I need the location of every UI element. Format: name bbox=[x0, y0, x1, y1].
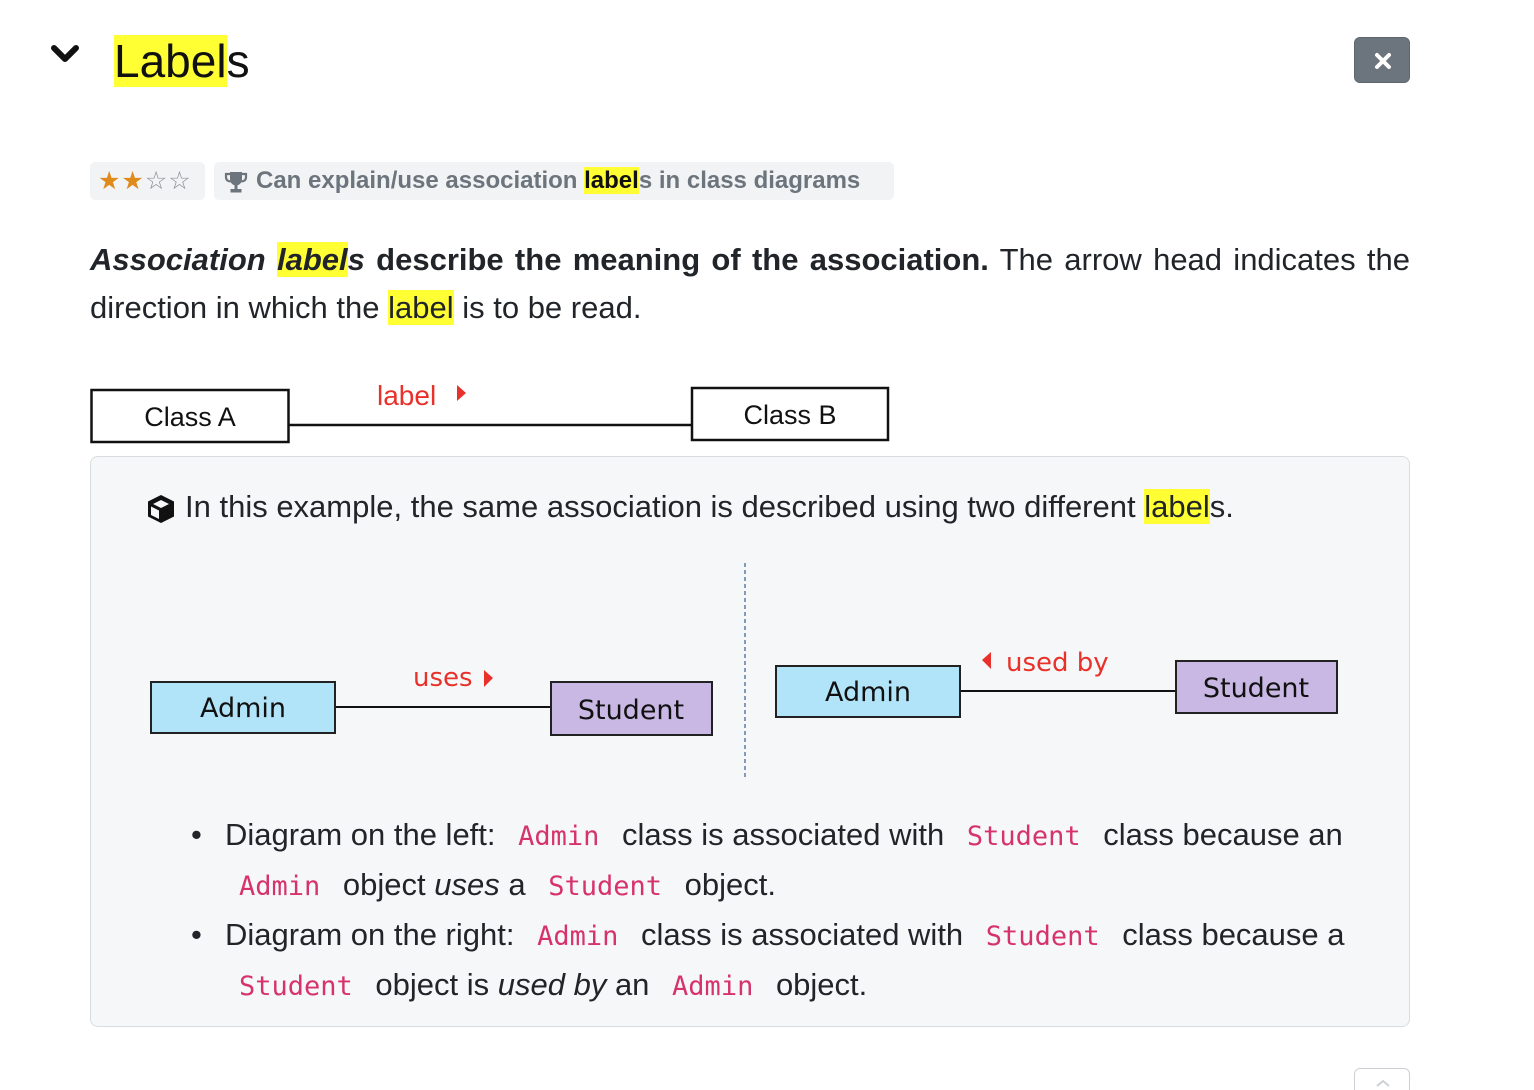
example-diagrams: Admin Student uses Admin Student used by bbox=[150, 563, 1338, 777]
example-box: In this example, the same association is… bbox=[90, 456, 1410, 1027]
inline-code: Student bbox=[966, 821, 1081, 852]
bullet-text: class because an bbox=[1094, 817, 1343, 852]
title-suffix: s bbox=[226, 35, 250, 87]
inline-code: Admin bbox=[672, 971, 754, 1002]
right-admin-label: Admin bbox=[825, 677, 911, 708]
intro-text-highlight: label bbox=[388, 290, 454, 325]
example-text-highlight: label bbox=[1144, 489, 1210, 524]
class-b-label: Class B bbox=[743, 400, 836, 430]
inline-code: Student bbox=[985, 921, 1100, 952]
example-intro: In this example, the same association is… bbox=[185, 485, 1234, 529]
outcome-highlight: label bbox=[584, 167, 639, 194]
left-association-label: uses bbox=[413, 663, 473, 693]
trophy-icon bbox=[224, 172, 248, 193]
association-diagram-generic: Class A Class B label bbox=[90, 380, 890, 444]
bullet-text: object is bbox=[366, 967, 498, 1002]
list-item: Diagram on the right: Admin class is ass… bbox=[191, 911, 1361, 1011]
inline-code: Student bbox=[239, 971, 353, 1002]
direction-arrow-left bbox=[982, 652, 991, 669]
right-association-label: used by bbox=[1006, 648, 1109, 678]
right-student-box bbox=[1175, 660, 1338, 714]
close-button[interactable] bbox=[1354, 37, 1410, 83]
bullet-text: an bbox=[606, 967, 659, 1002]
left-student-box bbox=[550, 681, 713, 736]
inline-code: Student bbox=[548, 871, 662, 902]
example-text-b: s. bbox=[1209, 489, 1234, 524]
learning-outcome-badge: Can explain/use association labels in cl… bbox=[214, 162, 894, 200]
bullet-text: Diagram on the left: bbox=[225, 817, 505, 852]
outcome-prefix: Can explain/use association bbox=[256, 167, 585, 194]
bullet-text: object. bbox=[767, 967, 868, 1002]
intro-text-a: The arrow head indicates the direction i… bbox=[90, 242, 1411, 325]
learning-outcome-text: Can explain/use association labels in cl… bbox=[256, 162, 860, 200]
bullet-text: object bbox=[334, 867, 435, 902]
panel-header: Labels bbox=[48, 30, 1412, 90]
title-highlight: Label bbox=[114, 35, 227, 87]
list-item: Diagram on the left: Admin class is asso… bbox=[191, 811, 1361, 911]
left-admin-box bbox=[150, 681, 336, 734]
class-a-box bbox=[90, 388, 290, 444]
intro-bold-italic-highlight: label bbox=[276, 242, 348, 277]
direction-arrow-right bbox=[484, 670, 493, 687]
example-text-a: In this example, the same association is… bbox=[185, 489, 1145, 524]
left-admin-label: Admin bbox=[200, 693, 286, 724]
association-label: label bbox=[377, 380, 436, 411]
inline-code: Admin bbox=[239, 871, 321, 902]
right-admin-box bbox=[775, 665, 961, 718]
bullet-text: class is associated with bbox=[632, 917, 972, 952]
bullet-emphasis: used by bbox=[497, 967, 607, 1002]
bullet-text: Diagram on the right: bbox=[225, 917, 524, 952]
class-a-label: Class A bbox=[144, 402, 236, 432]
left-student-label: Student bbox=[578, 695, 684, 726]
intro-text-b: is to be read. bbox=[453, 290, 642, 325]
difficulty-stars: ★★☆☆ bbox=[90, 162, 205, 200]
intro-bold-rest: describe the meaning of the association. bbox=[364, 242, 989, 277]
chevron-up-icon bbox=[1376, 1079, 1390, 1087]
intro-bold-italic-a: Association bbox=[90, 242, 277, 277]
panel-title: Labels bbox=[114, 32, 250, 90]
scroll-top-button[interactable] bbox=[1354, 1068, 1410, 1090]
direction-arrow-right bbox=[457, 385, 466, 401]
class-b-box bbox=[690, 386, 890, 442]
bullet-text: class because a bbox=[1113, 917, 1345, 952]
cube-icon bbox=[148, 495, 174, 523]
bullet-text: class is associated with bbox=[613, 817, 953, 852]
bullet-text: object. bbox=[675, 867, 776, 902]
inline-code: Admin bbox=[537, 921, 619, 952]
right-student-label: Student bbox=[1203, 673, 1309, 704]
stars-filled: ★★ bbox=[98, 167, 145, 195]
chevron-down-icon[interactable] bbox=[50, 44, 80, 66]
outcome-suffix: s in class diagrams bbox=[638, 167, 861, 194]
bullet-text: a bbox=[499, 867, 535, 902]
bullet-emphasis: uses bbox=[434, 867, 500, 902]
intro-paragraph: Association labels describe the meaning … bbox=[90, 236, 1410, 332]
stars-empty: ☆☆ bbox=[144, 167, 192, 195]
intro-bold-italic-b: s bbox=[347, 242, 365, 277]
explanation-list: Diagram on the left: Admin class is asso… bbox=[191, 811, 1361, 1011]
inline-code: Admin bbox=[518, 821, 600, 852]
close-icon bbox=[1375, 53, 1391, 69]
